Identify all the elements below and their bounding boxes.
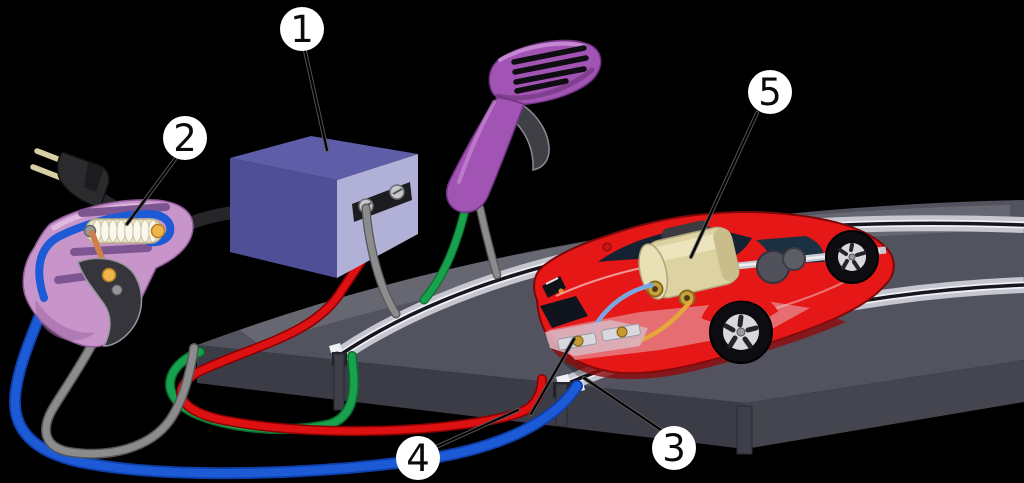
wheel-front bbox=[709, 300, 773, 364]
plug-body bbox=[56, 151, 110, 209]
badge-2-label: 2 bbox=[173, 117, 197, 160]
badges: 1 2 3 4 5 bbox=[163, 7, 792, 480]
pistol-highlight bbox=[457, 100, 496, 184]
badge-5-label: 5 bbox=[758, 71, 782, 114]
track-end-face bbox=[745, 360, 1024, 449]
badge-4-label: 4 bbox=[406, 437, 430, 480]
pointer-line-3 bbox=[583, 377, 662, 431]
trigger-pivot-gold bbox=[101, 267, 117, 283]
vent-slot bbox=[54, 272, 92, 284]
power-supply-unit bbox=[171, 136, 418, 319]
pistol-shade bbox=[495, 67, 595, 101]
pistol-highlight bbox=[498, 41, 586, 62]
badge-2: 2 bbox=[163, 116, 207, 160]
guide-screw bbox=[616, 326, 628, 338]
pointer-line-5 bbox=[690, 112, 758, 258]
car-rocker-shade bbox=[548, 318, 846, 380]
resistor-coil bbox=[83, 218, 166, 244]
badge-5: 5 bbox=[748, 70, 792, 114]
pointer-line-4 bbox=[435, 409, 519, 448]
hand-controller-cutaway bbox=[22, 198, 194, 348]
pointer-line-2 bbox=[126, 157, 177, 225]
wheel-rear bbox=[825, 230, 879, 284]
controller-trigger bbox=[77, 257, 143, 347]
pistol-vent-slot bbox=[512, 55, 589, 75]
support-leg bbox=[333, 353, 345, 411]
badge-3: 3 bbox=[652, 426, 696, 470]
pistol-grip bbox=[445, 95, 525, 214]
support-leg bbox=[736, 405, 753, 455]
badge-4: 4 bbox=[396, 436, 440, 480]
badge-3-label: 3 bbox=[662, 427, 686, 470]
internal-blue-wire bbox=[35, 209, 175, 302]
psu-left-face bbox=[230, 158, 337, 278]
hand-controller bbox=[419, 39, 602, 305]
badge-1-label: 1 bbox=[290, 8, 314, 51]
flywheel bbox=[782, 247, 806, 271]
pointer-line-1 bbox=[304, 50, 328, 151]
vent-slot bbox=[78, 203, 170, 217]
pistol-trigger bbox=[514, 105, 550, 171]
wing-mirror bbox=[602, 242, 612, 252]
badge-1: 1 bbox=[280, 7, 324, 51]
psu-top-face bbox=[230, 136, 418, 180]
pointer-lines bbox=[125, 49, 759, 449]
pointer-line-3b bbox=[530, 338, 575, 415]
coil-contact-gold bbox=[150, 223, 166, 239]
front-fender bbox=[701, 290, 779, 323]
pistol-vent-slot bbox=[513, 66, 587, 85]
headlight bbox=[542, 276, 566, 298]
front-vent bbox=[540, 296, 588, 328]
vent-slot bbox=[70, 244, 152, 256]
pistol-vent-slot bbox=[514, 78, 569, 94]
pistol-vent-slot bbox=[511, 45, 587, 65]
trigger-pin bbox=[111, 284, 123, 296]
slot-car bbox=[533, 211, 895, 380]
controller-shade bbox=[35, 300, 96, 341]
